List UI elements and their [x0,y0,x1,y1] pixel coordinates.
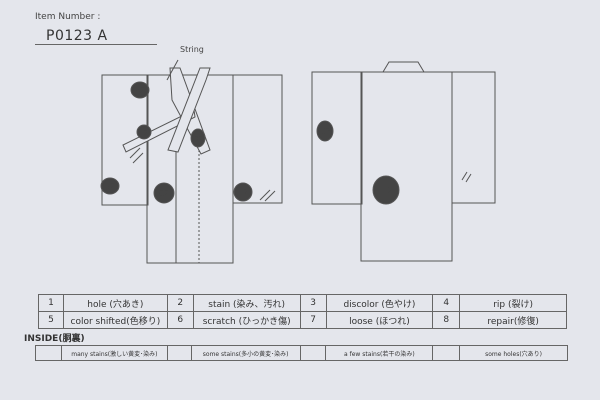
inside-item: many stains(激しい黄変･染み) [60,345,168,361]
damage-mark [259,189,276,202]
string-band [122,109,196,153]
legend-label: color shifted(色移り) [62,311,168,329]
legend-number: 4 [432,294,461,312]
legend-row: 1 hole (穴あき) 2 stain (染み、汚れ) 3 discolor … [38,294,567,312]
inside-checkbox[interactable] [299,345,327,361]
legend-row: 5 color shifted(色移り) 6 scratch (ひっかき傷) 7… [38,311,567,329]
string-note: String [180,45,204,54]
inside-item: a few stains(若干の染み) [325,345,434,361]
legend-label: discolor (色やけ) [325,294,434,312]
legend-label: rip (裂け) [459,294,567,312]
legend-label: repair(修復) [459,311,567,329]
front-right-sleeve [232,74,283,204]
legend-label: loose (ほつれ) [325,311,434,329]
damage-mark [461,171,472,183]
legend-number: 8 [432,311,461,329]
back-left-sleeve [311,71,363,205]
area-label-b2: B2 [105,182,116,191]
area-label-d2: D2 [193,135,203,143]
back-body [360,71,453,262]
inside-condition-table: many stains(激しい黄変･染み) some stains(多小の黄変･… [35,345,568,361]
inside-checkbox[interactable] [432,345,461,361]
collar-band-right [167,67,211,153]
legend-number: 2 [166,294,194,312]
area-label-c2: C2 [159,189,170,198]
damage-legend-table: 1 hole (穴あき) 2 stain (染み、汚れ) 3 discolor … [38,294,567,329]
string-pointer [166,59,179,81]
legend-number: 7 [299,311,327,329]
legend-label: hole (穴あき) [62,294,168,312]
kimono-front [101,59,283,264]
kimono-back [311,61,496,262]
legend-number: 6 [166,311,194,329]
kimono-diagram: String A2 F2 D2 B2 C2 E2 G2 H2 [100,45,496,264]
item-number-label: Item Number : [35,12,101,22]
legend-number: 1 [38,294,64,312]
inside-checkbox[interactable] [166,345,192,361]
inside-item: some stains(多小の黄変･染み) [190,345,301,361]
item-number-underline [35,44,157,45]
damage-mark [129,147,144,164]
inside-item: some holes(穴あり) [459,345,568,361]
back-right-sleeve [451,71,496,204]
back-collar [382,61,425,73]
item-number-value: P0123 A [46,28,108,44]
area-label-f2: F2 [140,129,148,137]
legend-label: stain (染み、汚れ) [192,294,301,312]
legend-label: scratch (ひっかき傷) [192,311,301,329]
legend-number: 5 [38,311,64,329]
inside-section-title: INSIDE(胴裏) [24,334,85,344]
inside-checkbox[interactable] [35,345,62,361]
legend-number: 3 [299,294,327,312]
area-label-a2: A2 [135,86,146,95]
area-label-h2: H2 [379,186,393,197]
inside-row: many stains(激しい黄変･染み) some stains(多小の黄変･… [35,345,568,361]
area-label-g2: G2 [319,127,330,136]
area-label-e2: E2 [238,188,248,197]
